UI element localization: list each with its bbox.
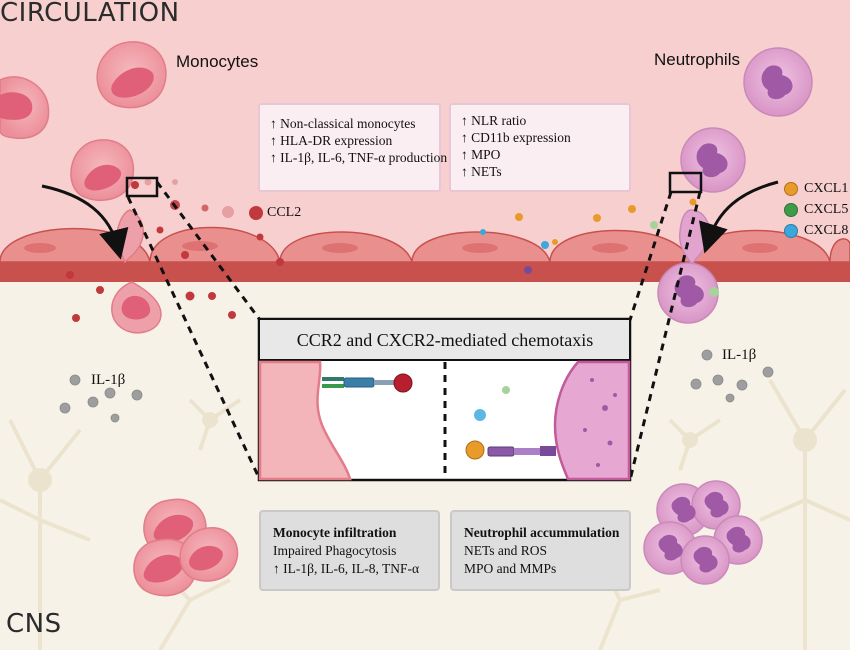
ccl2-legend-dot	[249, 206, 263, 220]
monocyte-zoom-marker	[125, 176, 159, 198]
neutrophil-change-3: ↑ MPO	[461, 147, 501, 162]
cxcl8-swatch	[784, 224, 798, 238]
cns-monocytes	[133, 498, 239, 597]
monocyte-infiltration-line-1: Impaired Phagocytosis	[273, 543, 397, 558]
neutrophil-changes-box: ↑ NLR ratio ↑ CD11b expression ↑ MPO ↑ N…	[449, 103, 631, 192]
monocyte-membrane	[258, 360, 352, 481]
neutrophil-change-4: ↑ NETs	[461, 164, 502, 179]
neutrophil-membrane	[553, 360, 631, 481]
neutrophil-change-2: ↑ CD11b expression	[461, 130, 571, 145]
legend-cxcl1: CXCL1	[784, 181, 848, 197]
cxcl5-ligand	[502, 386, 510, 394]
circulation-label: CIRCULATION	[0, 0, 180, 28]
ccl2-label: CCL2	[267, 205, 302, 220]
zoom-panel	[257, 317, 632, 482]
neutrophil-accumulation-line-1: NETs and ROS	[464, 543, 548, 558]
monocyte-infiltration-box: Monocyte infiltration Impaired Phagocyto…	[259, 510, 440, 591]
legend-cxcl5-label: CXCL5	[804, 202, 849, 217]
neutrophil-accumulation-line-2: MPO and MMPs	[464, 561, 557, 576]
monocytes-label: Monocytes	[176, 52, 259, 71]
legend-cxcl5: CXCL5	[784, 202, 848, 218]
neutrophils-label: Neutrophils	[654, 50, 740, 69]
ccl2-ligand	[393, 373, 413, 393]
monocyte-change-2: ↑ HLA-DR expression	[270, 133, 393, 148]
monocyte-migration-arrow	[41, 184, 129, 260]
chemotaxis-title: CCR2 and CXCR2-mediated chemotaxis	[296, 329, 594, 350]
cxcl5-swatch	[784, 203, 798, 217]
legend-cxcl8-label: CXCL8	[804, 223, 849, 238]
monocyte-change-3: ↑ IL-1β, IL-6, TNF-α production	[270, 150, 448, 165]
monocyte-infiltration-title: Monocyte infiltration	[273, 525, 397, 540]
cxcl-particles	[480, 198, 719, 297]
zoom-guide-lines	[126, 181, 702, 481]
legend-cxcl8: CXCL8	[784, 223, 848, 239]
cxcl8-ligand	[474, 409, 486, 421]
cxcl1-swatch	[784, 182, 798, 196]
monocyte-changes-box: ↑ Non-classical monocytes ↑ HLA-DR expre…	[258, 103, 448, 192]
monocyte-infiltration-line-2: ↑ IL-1β, IL-6, IL-8, TNF-α	[273, 561, 420, 576]
cns-neutrophils	[643, 480, 763, 585]
monocyte-cells	[0, 41, 167, 334]
cns-label: CNS	[6, 609, 62, 639]
ccr2-receptor	[322, 373, 413, 393]
ccl2-particles	[66, 178, 284, 322]
il1b-label-left: IL-1β	[91, 372, 126, 388]
il1b-label-right: IL-1β	[722, 347, 757, 363]
neuron-background	[0, 378, 850, 650]
neutrophil-accumulation-title: Neutrophil accummulation	[464, 525, 620, 540]
neutrophil-granules	[583, 378, 617, 467]
cxcl1-ligand	[465, 440, 485, 460]
neutrophil-change-1: ↑ NLR ratio	[461, 113, 527, 128]
neutrophil-zoom-marker	[668, 171, 703, 194]
legend-cxcl1-label: CXCL1	[804, 181, 849, 196]
cxcr2-receptor	[487, 446, 556, 457]
monocyte-change-1: ↑ Non-classical monocytes	[270, 116, 416, 131]
neutrophil-migration-arrow	[699, 180, 779, 254]
neutrophil-accumulation-box: Neutrophil accummulation NETs and ROS MP…	[450, 510, 631, 591]
il1b-particles	[59, 349, 774, 423]
